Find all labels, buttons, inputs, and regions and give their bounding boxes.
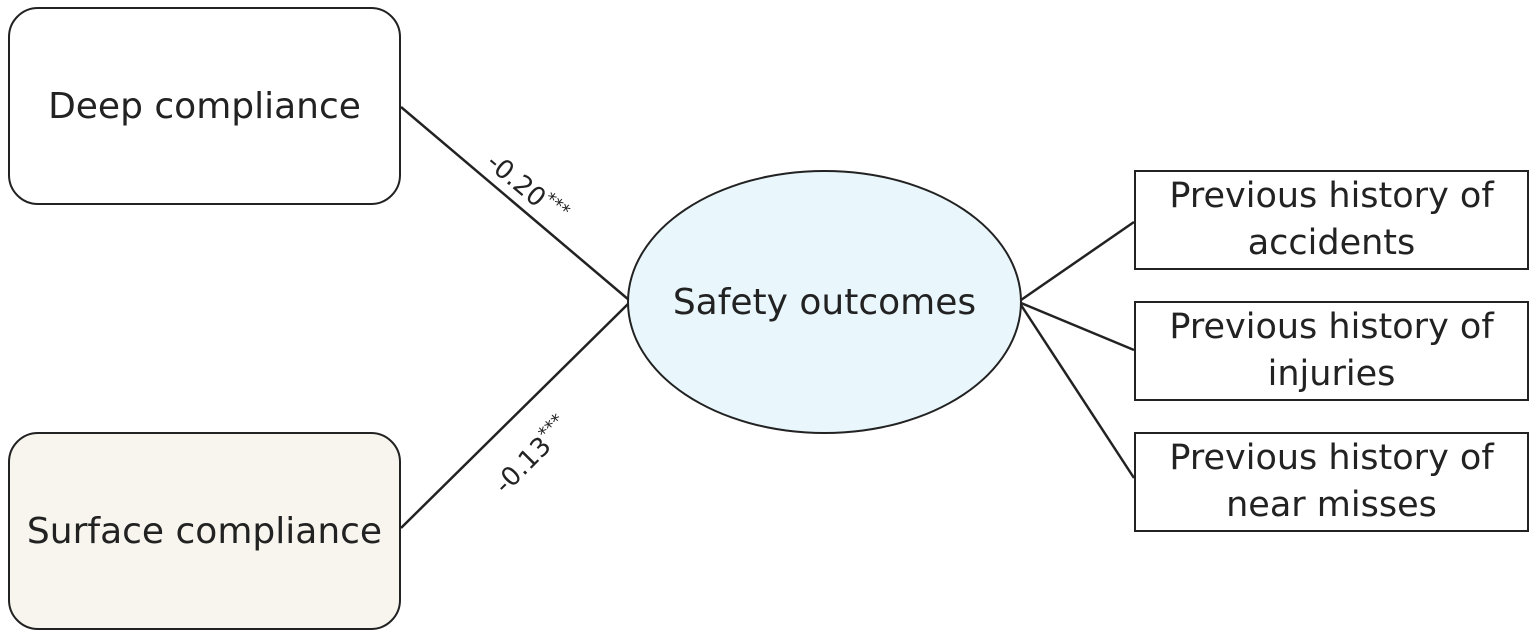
safety-outcomes-node: Safety outcomes <box>627 170 1022 434</box>
indicator-accidents-label: Previous history of accidents <box>1169 175 1494 263</box>
indicator-near-misses-label: Previous history of near misses <box>1169 437 1494 525</box>
edge-outcomes-to-accidents <box>1020 220 1135 302</box>
deep-compliance-node: Deep compliance <box>8 7 401 205</box>
indicator-near-misses-node: Previous history of near misses <box>1134 432 1529 532</box>
coefficient-surface: -0.13*** <box>487 410 577 500</box>
surface-compliance-node: Surface compliance <box>8 432 401 630</box>
edge-surface-to-outcomes <box>400 302 630 529</box>
edge-outcomes-to-near-misses <box>1019 304 1136 479</box>
deep-compliance-label: Deep compliance <box>48 85 361 127</box>
edge-outcomes-to-injuries <box>1020 301 1135 352</box>
safety-outcomes-label: Safety outcomes <box>672 281 977 323</box>
indicator-injuries-label: Previous history of injuries <box>1169 306 1494 394</box>
surface-compliance-label: Surface compliance <box>26 510 383 552</box>
indicator-accidents-node: Previous history of accidents <box>1134 170 1529 270</box>
edge-deep-to-outcomes <box>400 106 630 301</box>
indicator-injuries-node: Previous history of injuries <box>1134 301 1529 401</box>
coefficient-deep: -0.20*** <box>481 145 574 231</box>
